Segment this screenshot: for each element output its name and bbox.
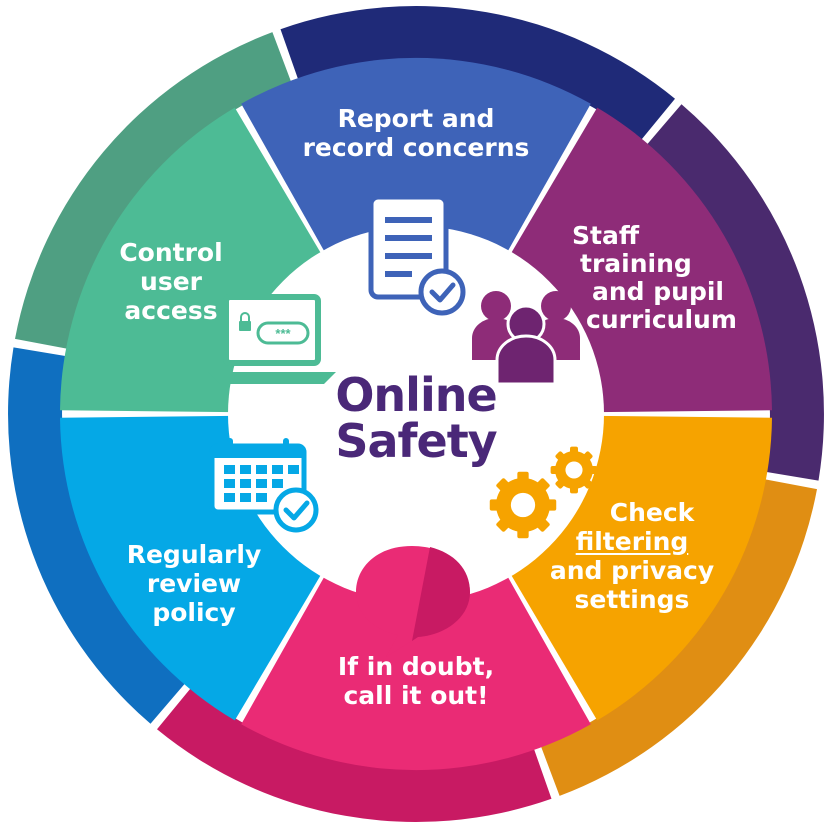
laptop-password-icon: *** [208, 294, 336, 384]
label-access-line1: Control [119, 238, 223, 267]
label-doubt: If in doubt, call it out! [296, 652, 536, 710]
label-report-line1: Report and [337, 104, 495, 133]
outer-ring [8, 6, 824, 822]
center-title-line2: Safety [335, 414, 497, 468]
label-filtering-line2: filtering [575, 527, 689, 556]
label-doubt-line1: If in doubt, [337, 652, 495, 681]
outer-ring-training [646, 104, 824, 481]
label-doubt-line2: call it out! [343, 681, 489, 710]
outer-ring-filtering [540, 479, 817, 796]
label-training-line1: Staff [572, 221, 640, 250]
label-access-line3: access [124, 296, 218, 325]
speech-bubble-icon [356, 546, 470, 657]
label-filtering: Check filtering and privacy settings [534, 498, 730, 614]
label-filtering-line1: Check [609, 498, 695, 527]
outer-ring-doubt [157, 687, 552, 822]
outer-ring-access [15, 32, 292, 349]
label-review-line3: policy [152, 598, 236, 627]
small-gear-icon [550, 446, 598, 494]
outer-ring-report [280, 6, 675, 141]
label-report: Report and record concerns [240, 104, 592, 162]
gears-icon [489, 446, 598, 539]
document-check-icon [368, 194, 466, 316]
label-access: Control user access [96, 238, 246, 325]
label-report-line2: record concerns [302, 133, 530, 162]
calendar-check-icon [209, 438, 319, 533]
center-title: Online Safety [266, 372, 566, 464]
label-access-line2: user [140, 267, 202, 296]
label-training-line3: and pupil [592, 277, 724, 306]
center-title-line1: Online [335, 368, 497, 422]
label-filtering-line4: settings [574, 585, 690, 614]
label-training-line2: training [580, 249, 692, 278]
password-mask: *** [275, 326, 291, 341]
label-filtering-line3: and privacy [549, 556, 715, 585]
label-training-line4: curriculum [586, 305, 737, 334]
label-review-line1: Regularly [126, 540, 262, 569]
people-group-icon [472, 291, 580, 386]
outer-ring-review [8, 347, 186, 724]
label-review-line2: review [146, 569, 242, 598]
large-gear-icon [489, 471, 557, 539]
label-training: Staff training and pupil curriculum [570, 222, 802, 334]
label-review: Regularly review policy [104, 540, 284, 627]
